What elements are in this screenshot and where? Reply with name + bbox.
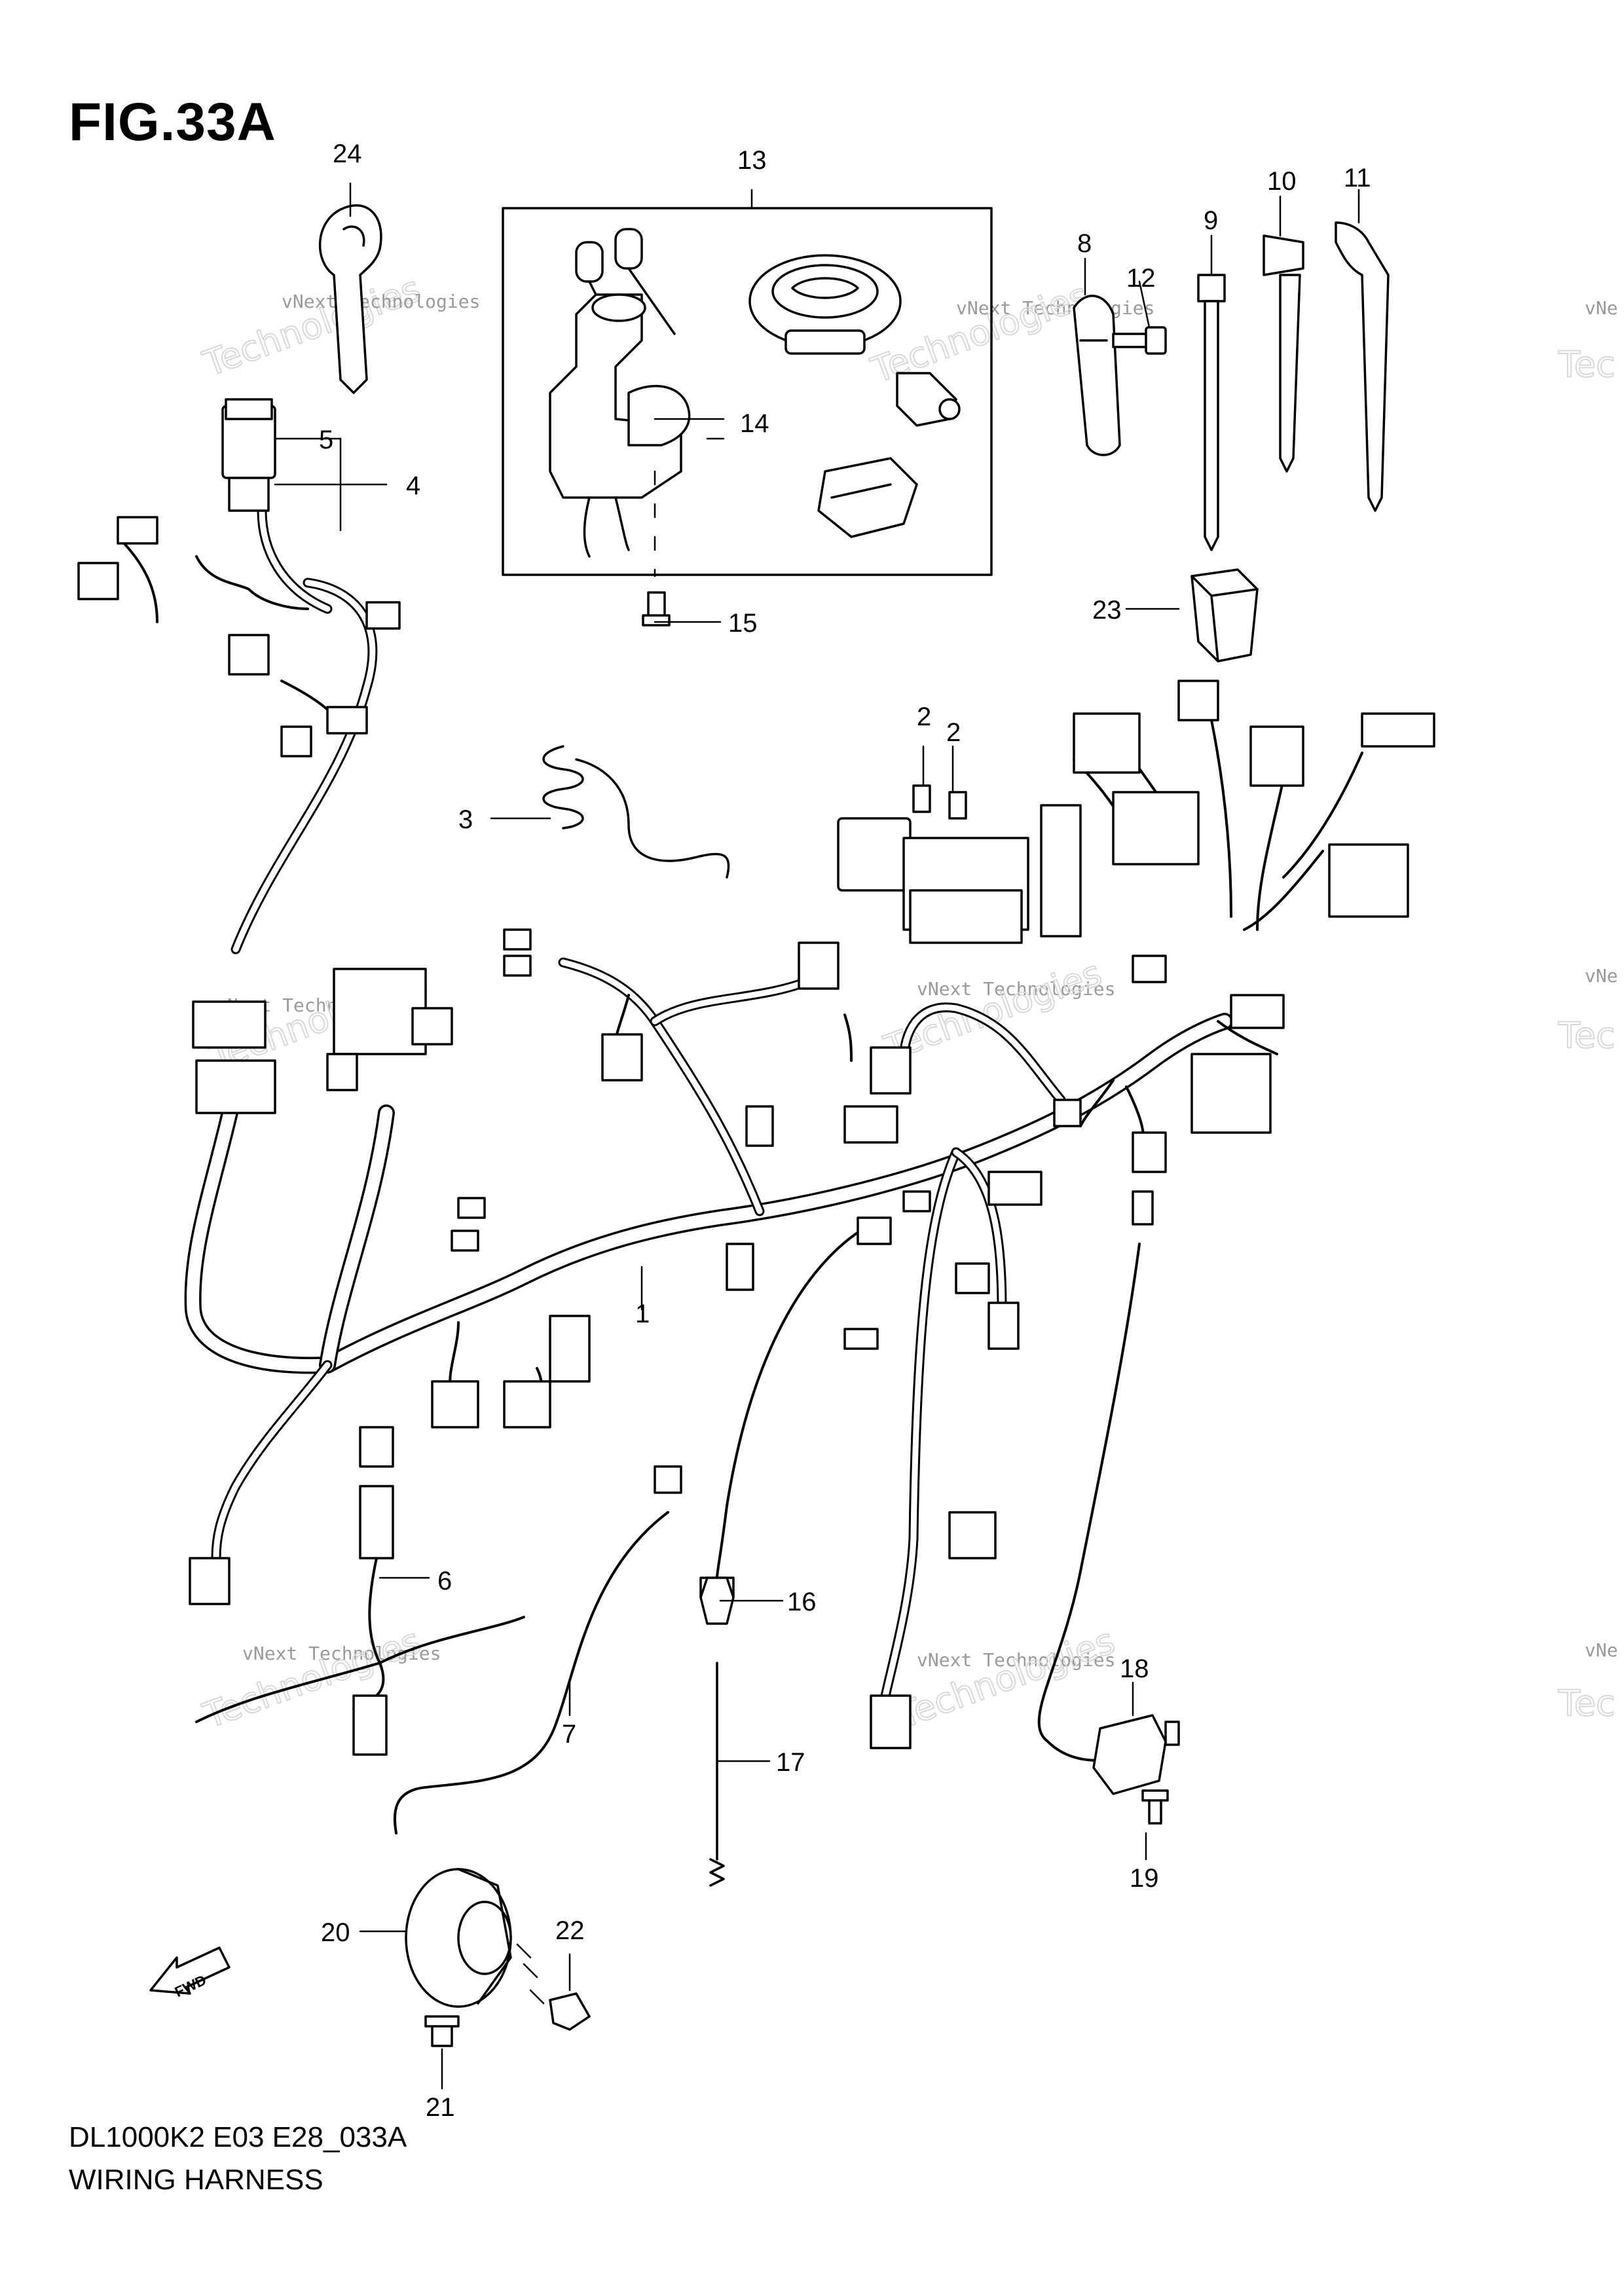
callout-15: 15 [728, 609, 758, 638]
figure-title: FIG.33A [69, 92, 276, 152]
callout-21: 21 [426, 2093, 455, 2122]
callout-8: 8 [1077, 229, 1092, 258]
callout-17: 17 [776, 1748, 805, 1777]
watermark-partial-big: Tec [1558, 344, 1615, 385]
callout-14: 14 [740, 409, 769, 438]
watermark-big: Technologies [879, 952, 1107, 1068]
callout-6: 6 [437, 1567, 452, 1595]
callout-2-a: 2 [917, 702, 931, 731]
callout-23: 23 [1092, 596, 1122, 625]
fwd-arrow: FWD [149, 1946, 231, 2000]
callout-2-b: 2 [946, 718, 961, 747]
leader-lines [274, 182, 1360, 2090]
callout-7: 7 [562, 1720, 576, 1749]
part-13-group [502, 207, 993, 627]
watermark-partial: vNe [1585, 965, 1618, 987]
watermark-small: vNext Technologies [242, 1643, 441, 1664]
watermark-small: vNext Technologies [956, 297, 1154, 319]
callout-20: 20 [321, 1918, 350, 1947]
connectors [77, 398, 1435, 1756]
diagram-code: DL1000K2 E03 E28_033A [69, 2121, 407, 2153]
watermark-small: vNext Technologies [917, 978, 1115, 1000]
callout-11: 11 [1344, 164, 1371, 192]
watermark-partial: vNe [1585, 297, 1618, 319]
watermark-big: Technologies [198, 1620, 426, 1736]
watermark-partial-big: Tec [1558, 1015, 1615, 1056]
watermark-small: vNext Technologies [917, 1649, 1115, 1671]
callout-19: 19 [1130, 1864, 1159, 1893]
callout-1: 1 [635, 1300, 650, 1328]
part-2-fuses [912, 784, 967, 820]
diagram-name: WIRING HARNESS [69, 2164, 323, 2196]
watermark-small: vNext Technologies [282, 291, 480, 312]
watermark-big: Technologies [198, 268, 426, 384]
callout-9: 9 [1204, 206, 1218, 235]
main-harness [184, 505, 1233, 1707]
callout-3: 3 [458, 805, 473, 834]
key-24 [319, 204, 382, 394]
callout-18: 18 [1120, 1654, 1149, 1683]
watermark-partial: vNe [1585, 1639, 1618, 1661]
watermark-partial-big: Tec [1558, 1683, 1615, 1724]
callout-24: 24 [333, 139, 362, 168]
part-18-19 [1092, 1714, 1180, 1825]
part-16-17 [699, 1576, 735, 1887]
callout-16: 16 [787, 1588, 817, 1616]
callout-22: 22 [555, 1916, 585, 1945]
callout-5: 5 [319, 426, 333, 454]
part-3 [542, 745, 730, 879]
clamps-and-ties [1073, 221, 1390, 663]
callouts: 24 13 14 15 5 4 3 2 2 1 8 12 9 10 11 23 … [319, 139, 1371, 2122]
watermark-big: Technologies [892, 1620, 1120, 1736]
horn-20 [405, 1868, 591, 2047]
callout-4: 4 [406, 471, 420, 500]
callout-10: 10 [1267, 167, 1297, 196]
callout-12: 12 [1126, 264, 1156, 293]
callout-13: 13 [737, 146, 767, 175]
